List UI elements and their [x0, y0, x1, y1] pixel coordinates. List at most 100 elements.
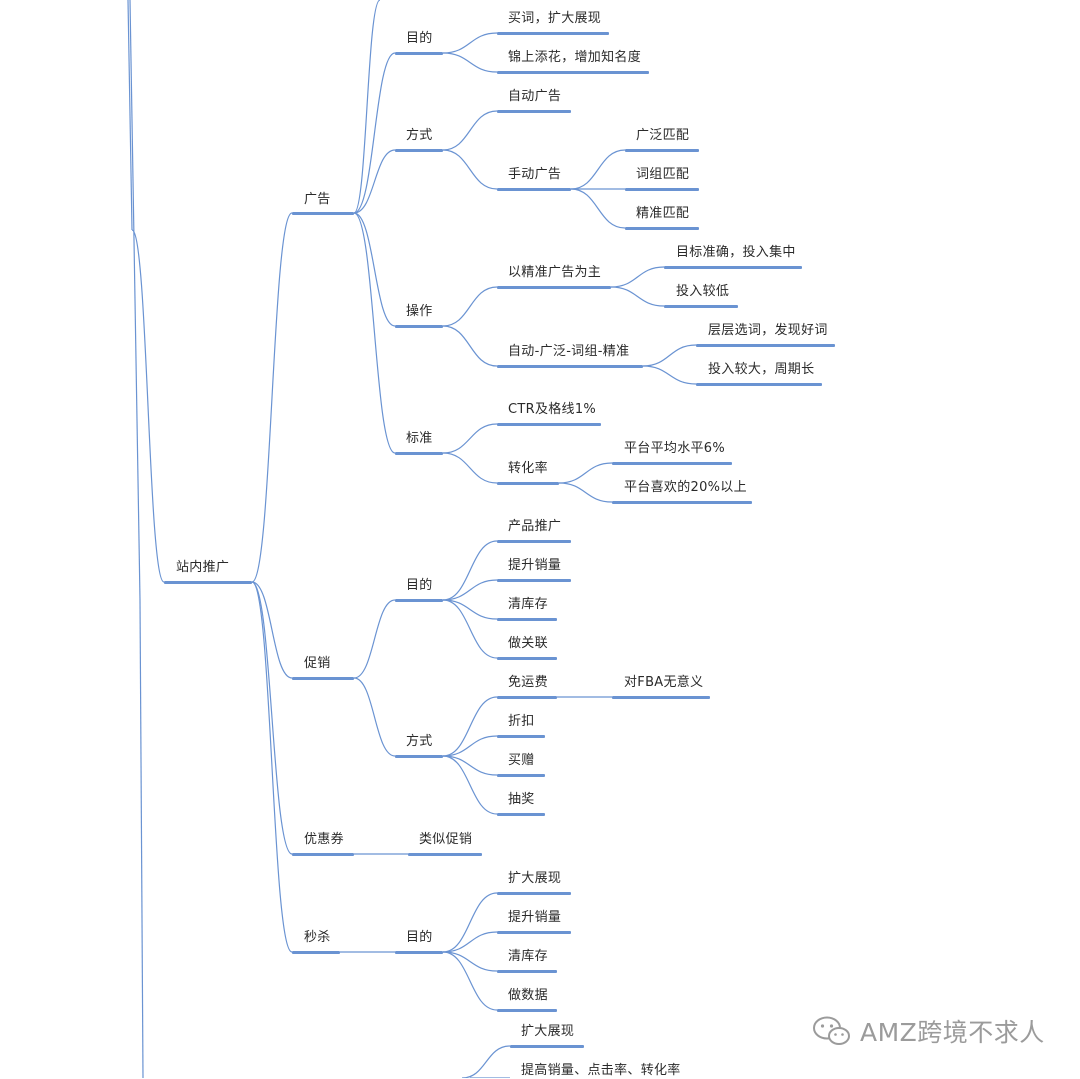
underline	[696, 344, 835, 347]
node-flash-purpose[interactable]: 目的	[406, 930, 433, 945]
connector-line	[251, 212, 293, 583]
node-flash-purpose-1[interactable]: 扩大展现	[508, 871, 562, 886]
node-auto-ad[interactable]: 自动广告	[508, 89, 562, 104]
node-promo[interactable]: 促销	[304, 656, 331, 671]
underline	[612, 696, 710, 699]
node-promo-purpose-3[interactable]: 清库存	[508, 597, 548, 612]
underline	[497, 892, 571, 895]
underline	[497, 188, 571, 191]
node-promo-purpose-2[interactable]: 提升销量	[508, 558, 562, 573]
underline	[497, 657, 557, 660]
underline	[497, 32, 609, 35]
node-ad-purpose-2[interactable]: 锦上添花，增加知名度	[508, 50, 642, 65]
underline	[497, 735, 545, 738]
connector-line	[353, 212, 396, 327]
underline	[395, 599, 443, 602]
node-ad[interactable]: 广告	[304, 192, 331, 207]
node-flash-purpose-4[interactable]: 做数据	[508, 988, 548, 1003]
underline	[696, 383, 822, 386]
underline	[510, 1045, 584, 1048]
underline	[625, 188, 699, 191]
underline	[497, 365, 643, 368]
node-flash[interactable]: 秒杀	[304, 930, 331, 945]
connector-line	[442, 286, 498, 327]
underline	[395, 755, 443, 758]
underline	[408, 853, 482, 856]
node-exact-child-1[interactable]: 目标准确，投入集中	[676, 245, 796, 260]
underline	[497, 579, 571, 582]
node-coupon[interactable]: 优惠券	[304, 832, 344, 847]
connector-line	[251, 581, 293, 855]
node-ad-method[interactable]: 方式	[406, 128, 433, 143]
node-flash-purpose-3[interactable]: 清库存	[508, 949, 548, 964]
underline	[625, 149, 699, 152]
connector-line	[131, 229, 165, 583]
connector-line	[442, 696, 498, 757]
connector-line	[642, 344, 697, 367]
underline	[395, 52, 443, 55]
connector-line	[129, 0, 141, 601]
connector-line	[442, 755, 498, 776]
node-phrase-match[interactable]: 词组匹配	[636, 167, 690, 182]
node-ad-operation[interactable]: 操作	[406, 304, 433, 319]
node-discount[interactable]: 折扣	[508, 714, 535, 729]
node-flow-child-1[interactable]: 层层选词，发现好词	[708, 323, 828, 338]
underline	[664, 305, 738, 308]
underline	[612, 462, 732, 465]
node-manual-ad[interactable]: 手动广告	[508, 167, 562, 182]
connector-line	[558, 482, 613, 503]
underline	[395, 452, 443, 455]
node-cvr[interactable]: 转化率	[508, 461, 548, 476]
underline	[625, 227, 699, 230]
node-promo-purpose[interactable]: 目的	[406, 578, 433, 593]
underline	[292, 951, 340, 954]
connector-line	[570, 188, 626, 229]
node-exact-match[interactable]: 精准匹配	[636, 206, 690, 221]
connector-line	[353, 149, 396, 214]
underline	[612, 501, 752, 504]
underline	[497, 71, 649, 74]
connector-line	[642, 365, 697, 385]
node-exact-main[interactable]: 以精准广告为主	[508, 265, 602, 280]
node-ad-purpose-1[interactable]: 买词，扩大展现	[508, 11, 602, 26]
node-promo-method[interactable]: 方式	[406, 734, 433, 749]
node-promo-purpose-4[interactable]: 做关联	[508, 636, 548, 651]
node-cvr-child-1[interactable]: 平台平均水平6%	[624, 441, 726, 456]
node-exact-child-2[interactable]: 投入较低	[676, 284, 730, 299]
node-ad-purpose[interactable]: 目的	[406, 31, 433, 46]
connector-line	[442, 599, 498, 659]
node-cvr-child-2[interactable]: 平台喜欢的20%以上	[624, 480, 747, 495]
underline	[497, 482, 559, 485]
node-next-2[interactable]: 提高销量、点击率、转化率	[521, 1063, 681, 1078]
connector-line	[353, 677, 396, 757]
node-lottery[interactable]: 抽奖	[508, 792, 535, 807]
node-free-shipping-note[interactable]: 对FBA无意义	[624, 675, 704, 690]
root-node[interactable]: 站内推广	[176, 560, 230, 575]
underline	[292, 212, 354, 215]
connector-line	[442, 423, 498, 454]
connector-line	[353, 599, 396, 679]
node-promo-purpose-1[interactable]: 产品推广	[508, 519, 562, 534]
node-next-1[interactable]: 扩大展现	[521, 1024, 575, 1039]
node-flash-purpose-2[interactable]: 提升销量	[508, 910, 562, 925]
connector-line	[442, 452, 498, 484]
connector-line	[353, 0, 381, 214]
connector-line	[353, 52, 396, 214]
node-coupon-note[interactable]: 类似促销	[419, 832, 473, 847]
connector-line	[442, 755, 498, 815]
node-flow-child-2[interactable]: 投入较大，周期长	[708, 362, 815, 377]
node-ctr[interactable]: CTR及格线1%	[508, 402, 597, 417]
node-ad-standard[interactable]: 标准	[406, 431, 433, 446]
connector-line	[442, 110, 498, 151]
connector-line	[442, 540, 498, 601]
node-broad-match[interactable]: 广泛匹配	[636, 128, 690, 143]
node-free-shipping[interactable]: 免运费	[508, 675, 548, 690]
connector-line	[442, 579, 498, 601]
node-gift[interactable]: 买赠	[508, 753, 535, 768]
wechat-icon	[813, 1016, 850, 1045]
connector-line	[442, 951, 498, 972]
node-flow[interactable]: 自动-广泛-词组-精准	[508, 344, 630, 359]
underline	[497, 540, 571, 543]
connector-line	[442, 149, 498, 190]
underline	[497, 423, 601, 426]
